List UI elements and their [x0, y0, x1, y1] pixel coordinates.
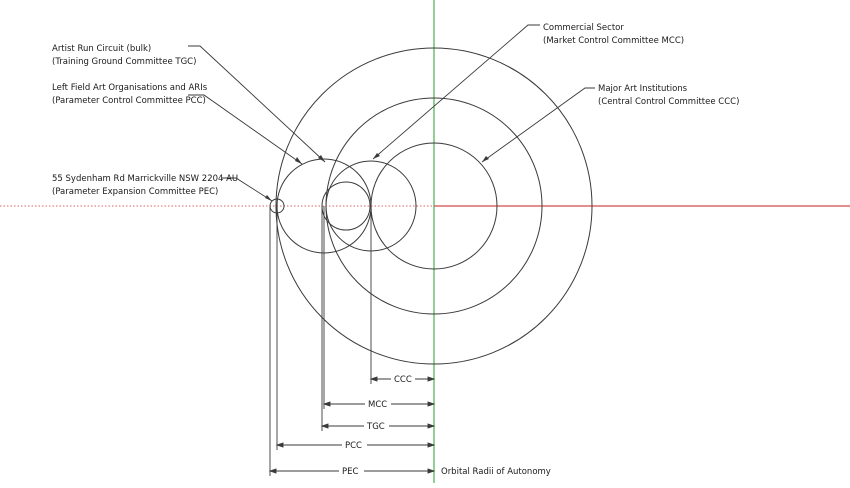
label-left-field-title: Left Field Art Organisations and ARIs	[52, 83, 208, 93]
dim-arrow-tgc-l	[320, 423, 329, 429]
label-commercial-sub: (Market Control Committee MCC)	[543, 36, 684, 46]
dim-label-tgc: TGC	[366, 422, 385, 432]
label-sydenham-title: 55 Sydenham Rd Marrickville NSW 2204 AU	[52, 174, 238, 184]
leader-left-field	[188, 94, 303, 165]
label-sydenham-sub: (Parameter Expansion Committee PEC)	[52, 187, 218, 197]
dim-label-pec: PEC	[342, 467, 358, 477]
label-artist-run-sub: (Training Ground Committee TGC)	[52, 57, 196, 67]
dim-arrow-mcc-r	[427, 401, 436, 407]
dim-arrow-pec-r	[427, 468, 436, 474]
dim-label-ccc: CCC	[394, 375, 412, 385]
dim-label-pcc: PCC	[345, 441, 362, 451]
dim-arrow-pec-l	[268, 468, 277, 474]
dim-arrow-pcc-l	[275, 442, 284, 448]
label-artist-run-title: Artist Run Circuit (bulk)	[52, 44, 151, 54]
dim-arrow-pcc-r	[427, 442, 436, 448]
leader-sydenham	[222, 177, 273, 202]
dim-arrow-tgc-r	[427, 423, 436, 429]
label-left-field-sub: (Parameter Control Committee PCC)	[52, 96, 206, 106]
label-commercial-title: Commercial Sector	[543, 23, 624, 33]
label-major-art-title: Major Art Institutions	[598, 84, 688, 94]
arrow-artist-run	[318, 155, 325, 162]
dim-arrow-ccc-l	[369, 376, 378, 382]
leader-commercial	[372, 24, 540, 160]
arrow-major-art	[482, 156, 489, 162]
leader-artist-run	[188, 45, 326, 163]
arrow-left-field	[295, 157, 302, 164]
dim-arrow-ccc-r	[427, 376, 436, 382]
circle-pec	[275, 47, 593, 365]
dim-label-mcc: MCC	[368, 400, 387, 410]
leader-major-art	[481, 87, 595, 163]
dim-arrow-mcc-l	[322, 401, 331, 407]
arrow-commercial	[373, 153, 380, 159]
caption-orbital-radii: Orbital Radii of Autonomy	[441, 467, 551, 477]
label-major-art-sub: (Central Control Committee CCC)	[598, 97, 739, 107]
arrow-sydenham	[265, 195, 272, 201]
